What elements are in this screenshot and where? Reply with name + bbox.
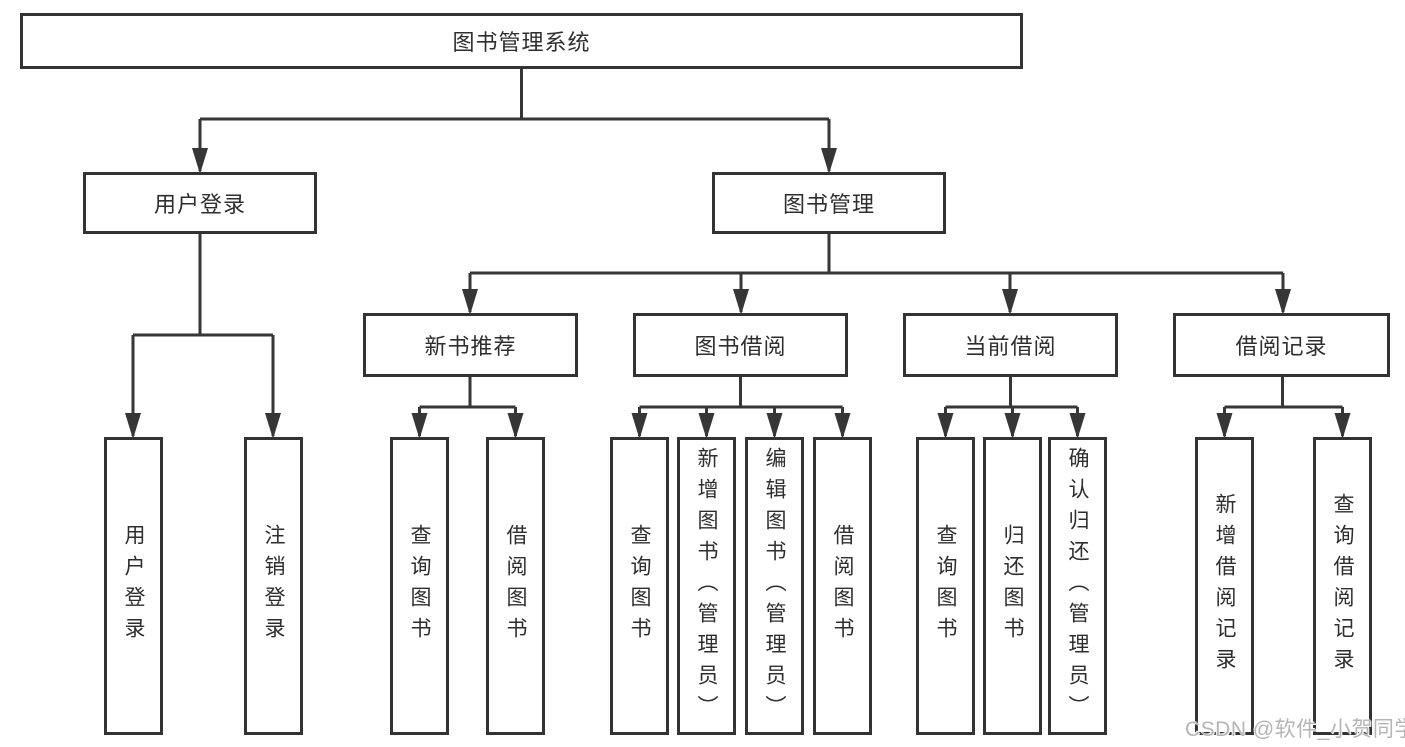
- node-user-login-group: 用户登录: [83, 172, 317, 234]
- node-label: 用户登录: [122, 524, 145, 648]
- node-label: 查询借阅记录: [1331, 493, 1354, 679]
- node-borrow-book-recommend: 借阅图书: [486, 437, 545, 735]
- node-add-borrow-record: 新增借阅记录: [1195, 437, 1254, 735]
- node-edit-book-admin: 编辑图书（管理员）: [745, 437, 804, 735]
- node-label: 图书管理: [782, 192, 875, 217]
- node-user-login: 用户登录: [104, 437, 163, 735]
- node-new-book-recommend: 新书推荐: [363, 313, 578, 377]
- node-book-management: 图书管理: [712, 172, 946, 234]
- connector-trunks: [133, 68, 1343, 409]
- node-label: 查询图书: [408, 524, 431, 648]
- node-label: 借阅图书: [831, 524, 854, 648]
- node-borrow-records: 借阅记录: [1173, 313, 1390, 377]
- node-add-book-admin: 新增图书（管理员）: [677, 437, 736, 735]
- node-label: 查询图书: [628, 524, 651, 648]
- node-label: 查询图书: [934, 524, 957, 648]
- node-return-book: 归还图书: [983, 437, 1042, 735]
- node-label: 归还图书: [1001, 524, 1024, 648]
- node-query-books-recommend: 查询图书: [390, 437, 449, 735]
- node-confirm-return-admin: 确认归还（管理员）: [1048, 437, 1107, 735]
- node-logout: 注销登录: [244, 437, 303, 735]
- node-query-books-current: 查询图书: [916, 437, 975, 735]
- node-label: 新增图书（管理员）: [695, 446, 718, 726]
- node-label: 借阅图书: [504, 524, 527, 648]
- connector-arrows: [125, 119, 1351, 439]
- node-library-management-system: 图书管理系统: [20, 13, 1023, 69]
- node-label: 注销登录: [262, 524, 285, 648]
- node-label: 编辑图书（管理员）: [763, 446, 786, 726]
- node-label: 新书推荐: [424, 334, 517, 359]
- node-query-borrow-record: 查询借阅记录: [1313, 437, 1372, 735]
- node-label: 图书借阅: [694, 334, 787, 359]
- node-current-borrow: 当前借阅: [903, 313, 1118, 377]
- node-label: 新增借阅记录: [1213, 493, 1236, 679]
- node-label: 图书管理系统: [452, 30, 591, 55]
- node-label: 确认归还（管理员）: [1066, 446, 1089, 726]
- node-book-borrow: 图书借阅: [633, 313, 848, 377]
- node-label: 当前借阅: [964, 334, 1057, 359]
- node-label: 用户登录: [153, 192, 246, 217]
- csdn-watermark: CSDN @软件_小贺同学: [1185, 718, 1405, 741]
- node-borrow-book: 借阅图书: [813, 437, 872, 735]
- node-query-books-borrow: 查询图书: [610, 437, 669, 735]
- node-label: 借阅记录: [1235, 334, 1328, 359]
